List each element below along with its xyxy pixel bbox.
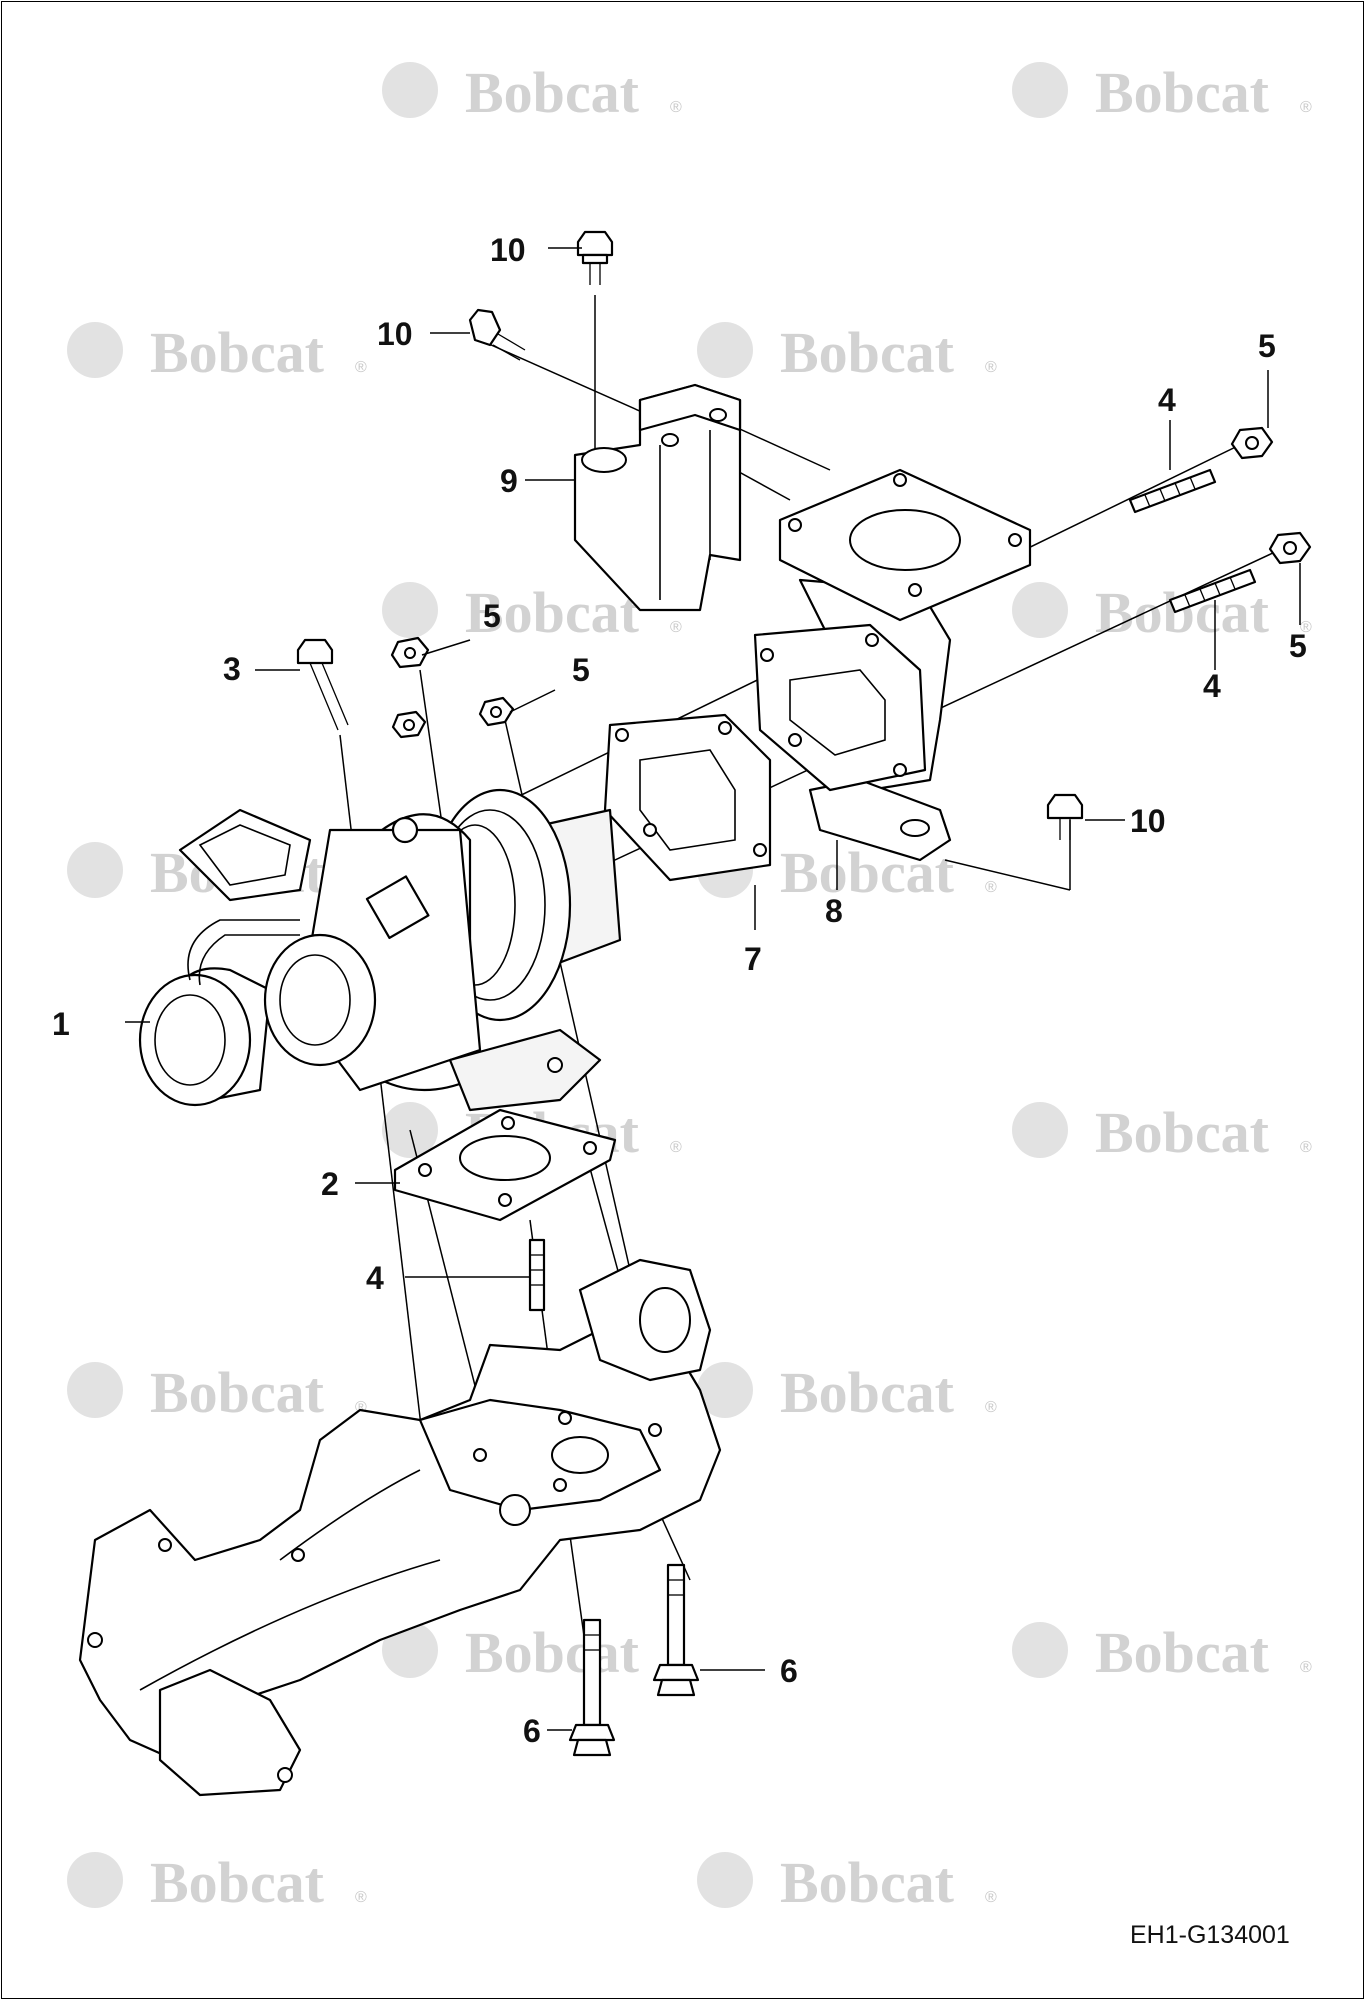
turbocharger-part-1 xyxy=(138,788,622,1112)
callout-9: 9 xyxy=(500,463,518,499)
nut-5-a xyxy=(390,636,430,669)
bolt-6-right xyxy=(652,1563,700,1697)
watermark-tile: Bobcat ® xyxy=(1012,580,1312,645)
svg-text:®: ® xyxy=(1300,619,1312,636)
svg-text:®: ® xyxy=(985,359,997,376)
bolt-10-top xyxy=(576,230,614,285)
watermark-tile: Bobcat ® xyxy=(67,1850,367,1915)
watermark-tile: Bobcat ® xyxy=(1012,60,1312,125)
stud-4-lower xyxy=(528,1238,546,1312)
svg-text:®: ® xyxy=(1300,1659,1312,1676)
callout-4-upper: 4 xyxy=(1158,382,1176,418)
watermark-tile: Bobcat ® xyxy=(1012,1100,1312,1165)
svg-text:Bobcat: Bobcat xyxy=(1095,1100,1270,1165)
nut-5-b xyxy=(391,710,427,739)
svg-text:Bobcat: Bobcat xyxy=(780,1850,955,1915)
watermark-tile: Bobcat® xyxy=(382,1620,682,1685)
callout-1: 1 xyxy=(52,1006,70,1042)
svg-text:®: ® xyxy=(355,1889,367,1906)
watermark-tile: Bobcat ® xyxy=(382,580,682,645)
svg-text:®: ® xyxy=(670,99,682,116)
callout-2: 2 xyxy=(321,1166,339,1202)
watermark-tile: Bobcat ® xyxy=(1012,1620,1312,1685)
svg-text:®: ® xyxy=(355,359,367,376)
callout-6-right: 6 xyxy=(780,1653,798,1689)
callout-10-left: 10 xyxy=(377,316,413,352)
callout-7: 7 xyxy=(744,941,762,977)
watermark-tile: Bobcat ® xyxy=(697,1850,997,1915)
watermark-tile: Bobcat ® xyxy=(697,320,997,385)
svg-text:Bobcat: Bobcat xyxy=(150,320,325,385)
callout-leaders xyxy=(125,247,1301,1731)
svg-text:®: ® xyxy=(985,879,997,896)
exhaust-manifold xyxy=(78,1258,722,1797)
callout-3: 3 xyxy=(223,651,241,687)
callout-5-center-b: 5 xyxy=(572,652,590,688)
bolt-10-right xyxy=(1046,793,1084,840)
bracket-part-9 xyxy=(573,383,742,612)
callout-4-lower: 4 xyxy=(366,1260,384,1296)
nut-5-d xyxy=(1230,426,1274,460)
watermark-tile: Bobcat ® xyxy=(67,320,367,385)
svg-text:®: ® xyxy=(670,1139,682,1156)
callout-4-mid: 4 xyxy=(1203,668,1221,704)
svg-text:Bobcat: Bobcat xyxy=(1095,60,1270,125)
stud-4-upper xyxy=(1128,468,1217,514)
bolt-3 xyxy=(296,638,349,731)
bolt-6-left xyxy=(568,1618,616,1757)
svg-text:Bobcat: Bobcat xyxy=(1095,1620,1270,1685)
svg-text:Bobcat: Bobcat xyxy=(150,1360,325,1425)
callout-6-left: 6 xyxy=(523,1713,541,1749)
bolt-10-left xyxy=(468,308,526,361)
drawing-id: EH1-G134001 xyxy=(1130,1921,1290,1949)
svg-text:®: ® xyxy=(1300,1139,1312,1156)
svg-text:Bobcat: Bobcat xyxy=(465,580,640,645)
svg-text:®: ® xyxy=(1300,99,1312,116)
callout-10-right: 10 xyxy=(1130,803,1166,839)
stud-4-mid xyxy=(1168,568,1257,614)
callout-8: 8 xyxy=(825,893,843,929)
svg-text:Bobcat: Bobcat xyxy=(465,1620,640,1685)
svg-text:Bobcat: Bobcat xyxy=(780,1360,955,1425)
callout-5-top-right: 5 xyxy=(1258,328,1276,364)
callout-5-right: 5 xyxy=(1289,628,1307,664)
svg-text:®: ® xyxy=(985,1399,997,1416)
nut-5-c xyxy=(478,696,515,727)
svg-text:®: ® xyxy=(985,1889,997,1906)
svg-text:Bobcat: Bobcat xyxy=(465,60,640,125)
svg-text:Bobcat: Bobcat xyxy=(1095,580,1270,645)
watermark-tile: Bobcat® xyxy=(67,1360,367,1425)
gasket-part-2 xyxy=(393,1108,617,1222)
gasket-part-7 xyxy=(603,623,927,882)
svg-text:Bobcat: Bobcat xyxy=(150,1850,325,1915)
watermark-tile: Bobcat ® xyxy=(382,60,682,125)
svg-text:Bobcat: Bobcat xyxy=(780,320,955,385)
nut-5-e xyxy=(1268,531,1312,565)
watermark-tile: Bobcat ® xyxy=(697,1360,997,1425)
callout-labels: 1 2 3 4 4 4 5 5 5 5 6 6 7 8 9 10 10 10 xyxy=(52,232,1307,1749)
svg-text:®: ® xyxy=(670,619,682,636)
callout-10-top: 10 xyxy=(490,232,526,268)
watermark-layer: Bobcat® Bobcat® Bobcat® Bobcat® Bobcat® … xyxy=(67,60,1312,1915)
callout-5-center-a: 5 xyxy=(483,598,501,634)
